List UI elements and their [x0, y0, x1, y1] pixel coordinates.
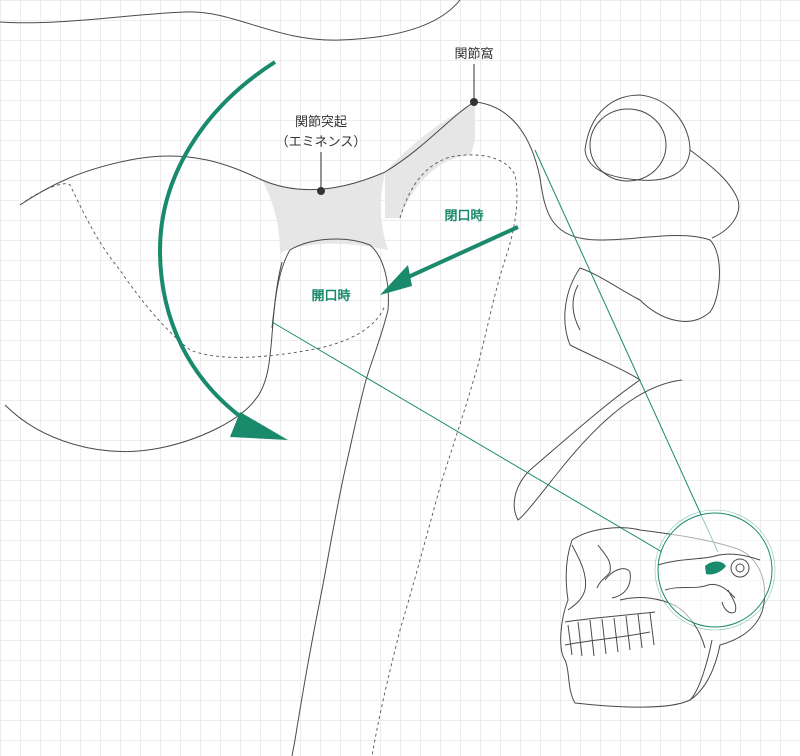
- fossa-label: 関節窩: [454, 46, 493, 62]
- mastoid-outline: [689, 149, 740, 239]
- ear-canal: [589, 108, 667, 182]
- magnifier-detail: [658, 553, 761, 614]
- skull-illustration: [560, 527, 766, 708]
- condyle-closed-outline: [271, 238, 389, 756]
- leader-line-upper: [534, 149, 719, 553]
- eminence-label-line1: 関節突起: [295, 114, 347, 130]
- open-mouth-label: 開口時: [311, 288, 350, 304]
- magnifier-outer-ring: [654, 509, 776, 631]
- leader-line-lower: [271, 321, 663, 553]
- coronoid-inner-outline: [572, 284, 581, 331]
- coronoid-outline: [513, 267, 683, 521]
- fossa-shade: [385, 104, 476, 218]
- condyle-open-outline[interactable]: [371, 154, 518, 756]
- eminence-shade: [262, 172, 388, 253]
- translation-arrow: [394, 225, 519, 285]
- eminence-dashed-path: [19, 183, 386, 358]
- skull-base-outline: [19, 101, 720, 322]
- closed-mouth-label: 閉口時: [444, 208, 483, 224]
- rotation-arrow: [157, 60, 277, 422]
- skull-upper-outline: [0, 0, 461, 41]
- ear-outline: [584, 94, 691, 181]
- translation-arrowhead: [380, 265, 412, 295]
- eminence-label-line2: （エミネンス）: [276, 135, 367, 150]
- rotation-arrowhead: [230, 412, 288, 440]
